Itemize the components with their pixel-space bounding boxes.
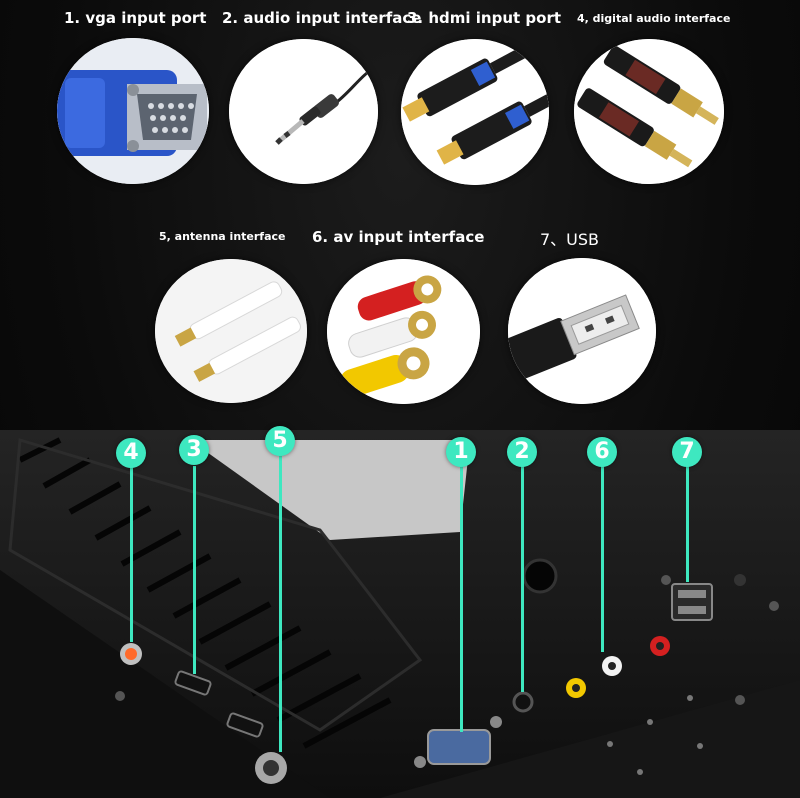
marker-1: 1	[446, 437, 476, 467]
leader-line-5	[279, 456, 282, 752]
marker-6: 6	[587, 437, 617, 467]
antenna-connector-icon	[155, 259, 307, 403]
vga-label: 1. vga input port	[64, 9, 207, 27]
leader-line-3	[193, 466, 196, 674]
marker-4: 4	[116, 438, 146, 468]
av-rca-cable-icon	[327, 259, 480, 404]
marker-3: 3	[179, 435, 209, 465]
marker-2: 2	[507, 437, 537, 467]
av-label: 6. av input interface	[312, 228, 485, 246]
digital-audio-label: 4, digital audio interface	[577, 12, 731, 25]
vga-connector-icon	[57, 38, 209, 184]
antenna-label: 5, antenna interface	[159, 230, 286, 243]
leader-line-6	[601, 466, 604, 652]
leader-line-1	[460, 466, 463, 732]
hdmi-label: 3. hdmi input port	[407, 9, 562, 27]
marker-5: 5	[265, 426, 295, 456]
hdmi-cable-icon	[401, 39, 549, 185]
rca-digital-cable-icon	[574, 39, 724, 184]
usb-plug-icon	[508, 258, 656, 404]
leader-line-4	[130, 466, 133, 642]
leader-line-7	[686, 466, 689, 582]
marker-7: 7	[672, 437, 702, 467]
tv-back-panel: 4 3 5 1 2 6 7	[0, 400, 800, 798]
leader-line-2	[521, 466, 524, 692]
audio-jack-icon	[229, 39, 378, 184]
audio-label: 2. audio input interface	[222, 9, 422, 27]
usb-label: 7、USB	[540, 230, 600, 249]
